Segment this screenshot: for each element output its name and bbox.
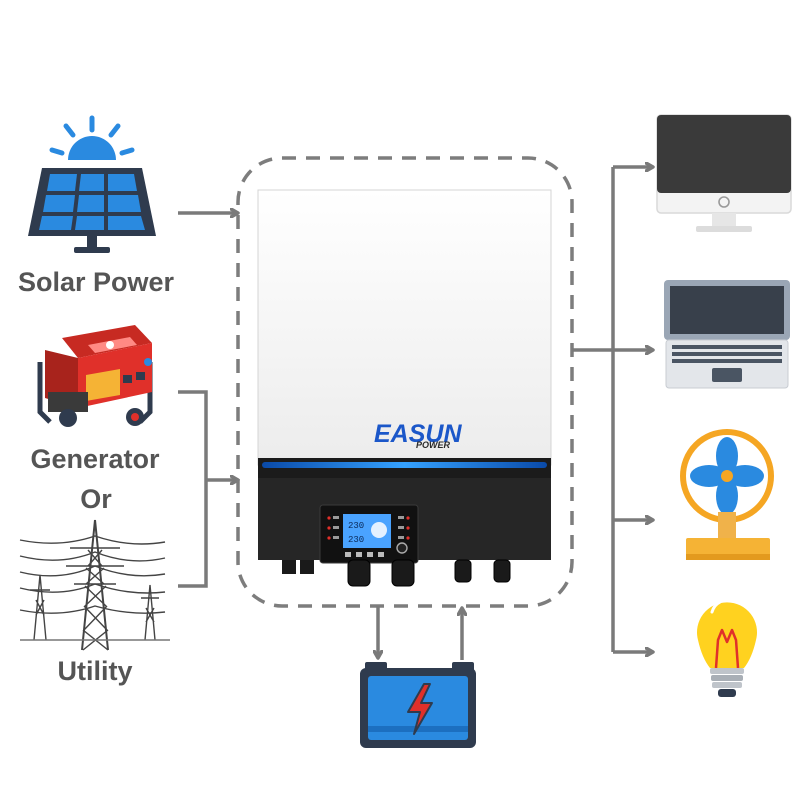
output-distribution-arrows [572,167,653,652]
inverter-led-strip [262,462,547,468]
fan-icon [680,429,774,560]
utility-label: Utility [57,656,132,686]
brand-logo-main: EASUN [374,420,462,448]
power-tower-icon [19,519,170,651]
monitor-icon [656,114,792,232]
solar-power-label: Solar Power [18,267,175,297]
light-bulb-icon [697,600,758,697]
battery-icon [360,662,476,748]
laptop-icon [664,280,790,389]
inverter-unit: 230 230 [257,189,552,587]
lcd-line-1: 230 [348,521,364,531]
generator-icon [37,325,153,427]
lcd-line-2: 230 [348,535,364,545]
generator-label: Generator [30,444,160,474]
generator-utility-merge-arrow [178,390,238,588]
or-label: Or [80,484,112,514]
brand-logo-sub: POWER [416,440,451,450]
inverter-power-button[interactable] [396,542,408,554]
inverter-system-boundary [236,156,574,608]
solar-panel-icon [28,115,156,253]
